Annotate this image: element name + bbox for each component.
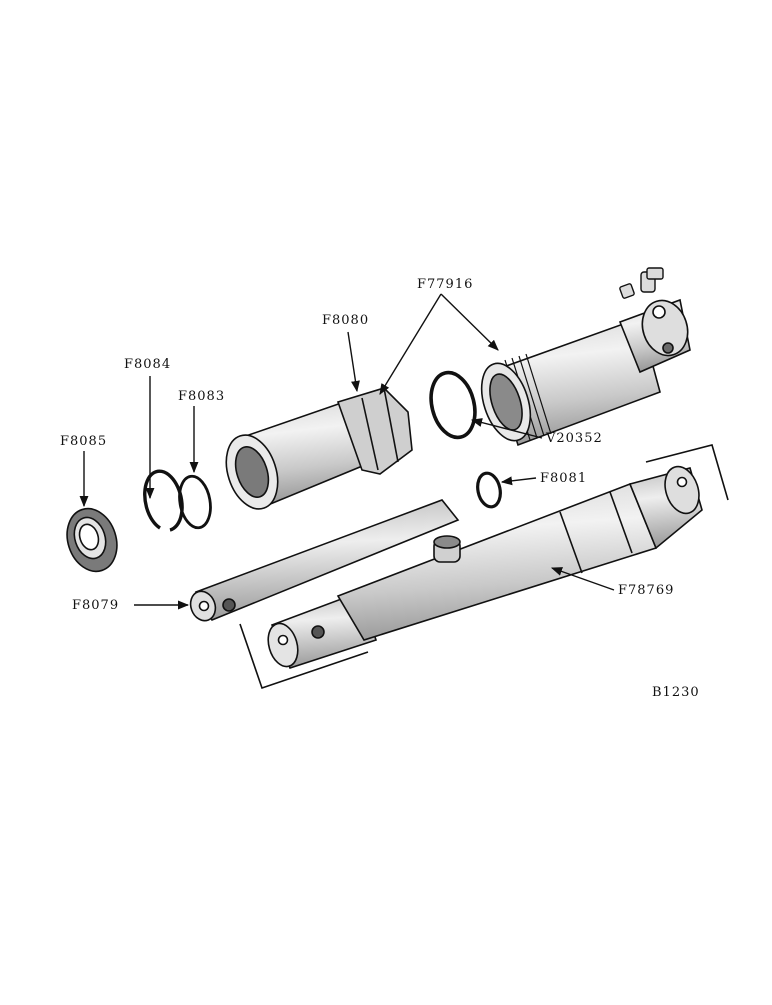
label-f8081: F8081 [540,471,588,486]
piston-rod-part [189,499,460,622]
snap-ring-part [476,471,502,509]
o-ring-part [429,370,477,440]
gland-nut-part [225,387,413,510]
elbow-fitting-part [619,267,664,299]
assembly-bracket [239,444,729,690]
label-f77916: F77916 [417,277,474,292]
label-f8079: F8079 [72,598,120,613]
label-f8085: F8085 [60,434,108,449]
leader-lines [79,293,615,610]
snap-ring-f8084-part [143,469,184,532]
rod-assembly-part [267,465,703,669]
barrel-tube-part [480,298,691,447]
seal-part [66,507,118,573]
label-f8083: F8083 [178,389,226,404]
label-v20352: V20352 [546,431,603,446]
wiper-ring-part [178,474,212,530]
label-f8080: F8080 [322,313,370,328]
label-f8084: F8084 [124,357,172,372]
label-f78769: F78769 [618,583,675,598]
figure-code: B1230 [652,685,700,700]
